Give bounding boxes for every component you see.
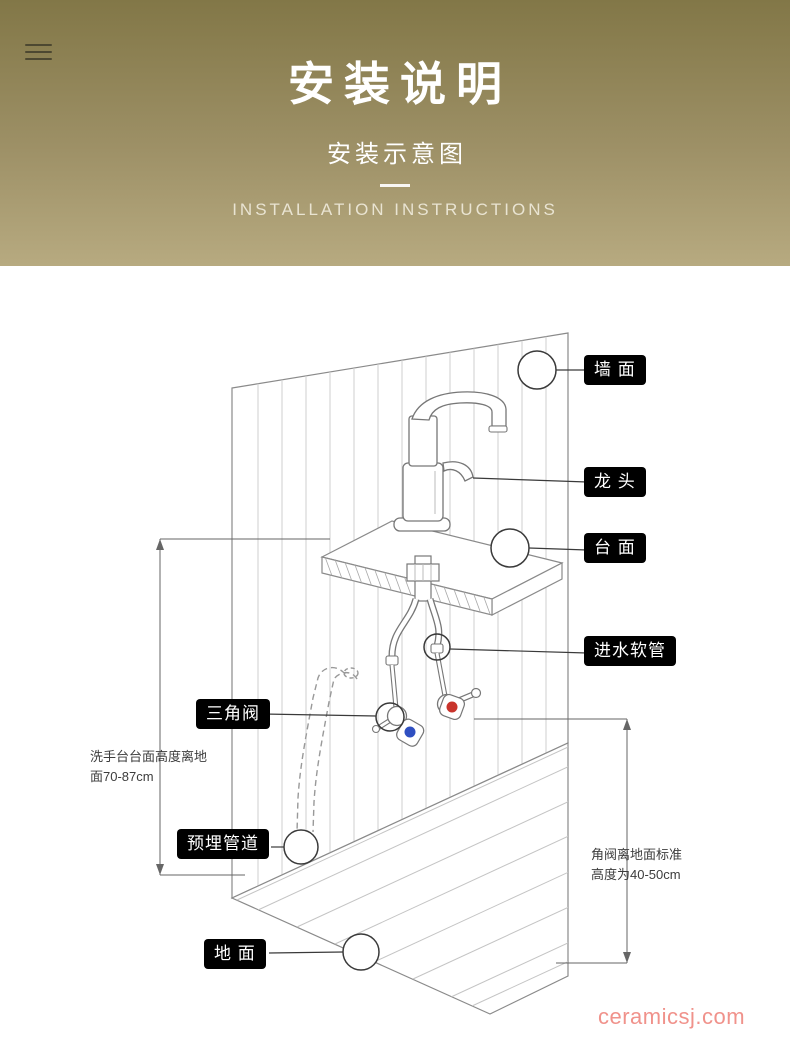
wall-label: 墙 面: [584, 355, 646, 385]
page-subtitle: 安装示意图: [327, 141, 467, 168]
header-banner: 安装说明 安装示意图 INSTALLATION INSTRUCTIONS: [0, 0, 790, 266]
watermark: ceramicsj.com: [598, 1004, 746, 1029]
inlet-hose-callout-circle: [423, 633, 451, 661]
floor-plane: [230, 742, 569, 1015]
page-title: 安装说明: [288, 58, 512, 110]
countertop-slab: [320, 520, 564, 616]
menu-icon[interactable]: [25, 44, 52, 65]
cold-valve-indicator: [404, 726, 416, 738]
left-dimension-line: [156, 538, 330, 876]
faucet-drawing: [393, 391, 508, 532]
countertop-label: 台 面: [584, 533, 646, 563]
leader-lines: [262, 369, 588, 954]
faucet-label: 龙 头: [584, 467, 646, 497]
installation-diagram: 墙 面 龙 头 台 面 进水软管 三角阀 预埋管道 地 面 洗手台台面高度离地 …: [0, 266, 790, 1050]
right-dimension-line: [474, 718, 631, 964]
hot-valve-indicator: [446, 701, 458, 713]
diagram-line-art: [156, 332, 631, 1015]
angle-valves: [371, 687, 482, 747]
inlet-hoses: [385, 597, 448, 709]
inlet-hose-label: 进水软管: [584, 636, 676, 666]
embedded-pipe-drawing: [296, 667, 359, 833]
right-dimension-text: 角阀离地面标准 高度为40-50cm: [591, 847, 683, 883]
wall-callout-circle: [517, 350, 557, 390]
floor-label: 地 面: [204, 939, 266, 969]
embedded-pipe-callout-circle: [283, 829, 319, 865]
faucet-undermount: [406, 555, 440, 602]
countertop-callout-circle: [490, 528, 530, 568]
left-dimension-text: 洗手台台面高度离地 面70-87cm: [90, 749, 208, 785]
angle-valve-label: 三角阀: [196, 699, 270, 729]
floor-callout-circle: [342, 933, 380, 971]
embedded-pipe-label: 预埋管道: [177, 829, 269, 859]
angle-valve-callout-circle: [375, 702, 405, 732]
header-english-caption: INSTALLATION INSTRUCTIONS: [232, 200, 558, 219]
divider-dash: [380, 184, 410, 187]
